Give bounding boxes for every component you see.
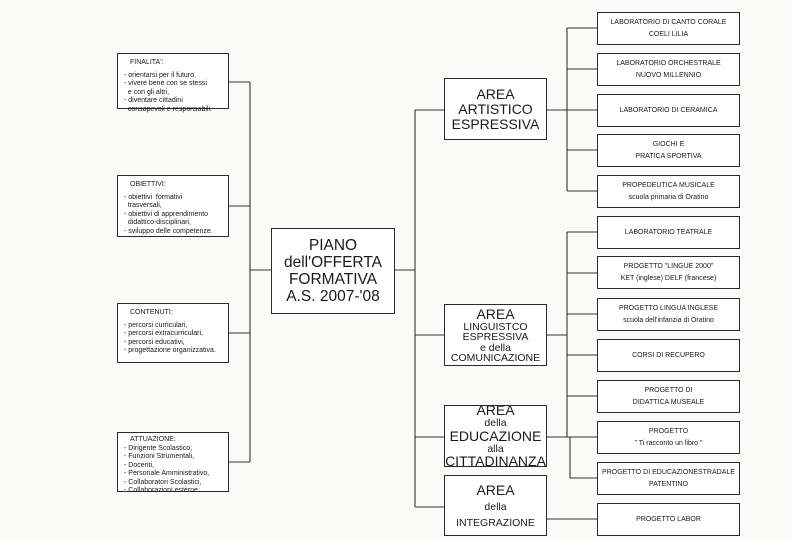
- left-box-item: - orientarsi per il futuro,: [124, 71, 196, 79]
- project-line: PROGETTO: [648, 427, 689, 435]
- area-line: COMUNICAZIONE: [450, 352, 541, 364]
- project-line: PROGETTO DI EDUCAZIONESTRADALE: [602, 468, 735, 476]
- project-box: LABORATORIO TEATRALE: [597, 216, 740, 249]
- area-line: CITTADINANZA: [445, 453, 546, 469]
- project-line: LABORATORIO DI CERAMICA: [619, 106, 718, 114]
- project-box: PROPEDEUTICA MUSICALE scuola primaria di …: [597, 175, 740, 208]
- project-line: KET (inglese) DELF (francese): [620, 274, 717, 282]
- project-line: PROPEDEUTICA MUSICALE: [622, 181, 715, 189]
- left-box-item: consapevoli e responsabili.: [124, 105, 212, 113]
- left-box-item: - vivere bene con se stessi: [124, 80, 207, 87]
- left-box-title: ATTUAZIONE:: [130, 436, 176, 443]
- project-line: LABORATORIO TEATRALE: [624, 228, 713, 236]
- center-line: PIANO: [308, 237, 358, 254]
- left-box-item: e con gli altri,: [124, 88, 170, 96]
- project-line: LABORATORIO ORCHESTRALE: [616, 59, 721, 67]
- left-box-title: FINALITA':: [130, 59, 164, 66]
- left-box-item: - Dirigente Scolastico,: [124, 444, 193, 452]
- project-line: scuola primaria di Oratino: [628, 193, 709, 201]
- project-box: PROGETTO LINGUA INGLESE scuola dell'infan…: [597, 298, 740, 331]
- left-box-item: - diventare cittadini: [124, 97, 183, 104]
- project-line: scuola dell'infanzia di Oratino: [623, 316, 714, 324]
- project-line: PROGETTO LABOR: [636, 515, 701, 523]
- left-box-item: - percorsi extracurriculari,: [124, 330, 203, 337]
- project-line: COELI LILIA: [648, 30, 689, 38]
- left-box-item: - Personale Amministrativo,: [124, 470, 210, 477]
- left-box-item: didattico-disciplinari,: [124, 219, 191, 226]
- project-box: PROGETTO "LINGUE 2000" KET (inglese) DELF…: [597, 256, 740, 289]
- project-box: PROGETTO DI DIDATTICA MUSEALE: [597, 380, 740, 413]
- area-line: alla: [487, 442, 504, 455]
- area-line: ARTISTICO: [458, 100, 533, 117]
- project-box: PROGETTO " Ti racconto un libro ": [597, 421, 740, 454]
- left-box-item: - percorsi curriculari,: [124, 321, 188, 329]
- left-box-item: - Collaborazioni esterne.: [124, 487, 200, 494]
- left-box-item: - percorsi educativi,: [124, 338, 185, 346]
- area-line: ESPRESSIVA: [451, 115, 540, 132]
- project-line: PROGETTO DI: [644, 386, 693, 394]
- central-title-box: PIANO dell'OFFERTA FORMATIVA A.S. 2007-'…: [271, 228, 395, 314]
- project-box: GIOCHI E PRATICA SPORTIVA: [597, 134, 740, 167]
- center-line: A.S. 2007-'08: [286, 288, 380, 305]
- area-line: e della: [480, 341, 511, 354]
- project-box: PROGETTO DI EDUCAZIONESTRADALE PATENTINO: [597, 462, 740, 495]
- center-line: dell'OFFERTA: [284, 254, 382, 271]
- area-line: EDUCAZIONE: [449, 427, 542, 444]
- project-line: PROGETTO LINGUA INGLESE: [618, 304, 719, 312]
- left-box-item: trasversali,: [124, 202, 162, 209]
- left-info-box: ATTUAZIONE:- Dirigente Scolastico,- Funz…: [117, 432, 229, 494]
- left-box-item: - obiettivi formativi: [124, 193, 183, 201]
- center-line: FORMATIVA: [288, 271, 378, 288]
- project-box: LABORATORIO DI CERAMICA: [597, 94, 740, 127]
- area-line: AREA: [476, 482, 515, 498]
- left-box-item: - Docenti,: [124, 461, 154, 469]
- project-box: CORSI DI RECUPERO: [597, 339, 740, 372]
- left-info-box: CONTENUTI:- percorsi curriculari,- perco…: [117, 303, 229, 363]
- project-line: " Ti racconto un libro ": [634, 439, 703, 447]
- project-line: LABORATORIO DI CANTO CORALE: [610, 18, 727, 26]
- area-line: della: [484, 417, 507, 429]
- left-info-box: FINALITA': - orientarsi per il futuro,- v…: [117, 53, 229, 113]
- left-box-title: CONTENUTI:: [130, 309, 173, 316]
- left-info-box: OBIETTIVI: - obiettivi formativi trasvers…: [117, 175, 229, 237]
- project-box: LABORATORIO ORCHESTRALE NUOVO MILLENNIO: [597, 53, 740, 86]
- project-line: PATENTINO: [648, 480, 689, 488]
- project-box: PROGETTO LABOR: [597, 503, 740, 536]
- area-line: LINGUISTCO: [463, 320, 528, 333]
- area-line: della: [484, 501, 507, 513]
- left-box-item: - progettazione organizzativa.: [124, 347, 216, 354]
- area-line: AREA: [476, 305, 515, 322]
- left-box-item: - obiettivi di apprendimento: [124, 210, 209, 218]
- project-line: PRATICA SPORTIVA: [635, 152, 702, 160]
- project-line: DIDATTICA MUSEALE: [632, 398, 705, 406]
- area-line: AREA: [476, 402, 515, 418]
- project-line: PROGETTO "LINGUE 2000": [623, 262, 714, 270]
- area-line: AREA: [476, 85, 515, 102]
- left-box-item: - Collaboratori Scolastici,: [124, 478, 202, 486]
- area-line: ESPRESSIVA: [462, 331, 529, 343]
- project-line: GIOCHI E: [652, 140, 685, 148]
- project-line: CORSI DI RECUPERO: [632, 351, 705, 359]
- left-box-title: OBIETTIVI:: [130, 181, 166, 188]
- left-box-item: - sviluppo delle competenze.: [124, 227, 213, 235]
- project-box: LABORATORIO DI CANTO CORALE COELI LILIA: [597, 12, 740, 45]
- project-line: NUOVO MILLENNIO: [635, 71, 702, 79]
- left-box-item: - Funzioni Strumentali,: [124, 453, 195, 460]
- area-line: INTEGRAZIONE: [456, 516, 535, 529]
